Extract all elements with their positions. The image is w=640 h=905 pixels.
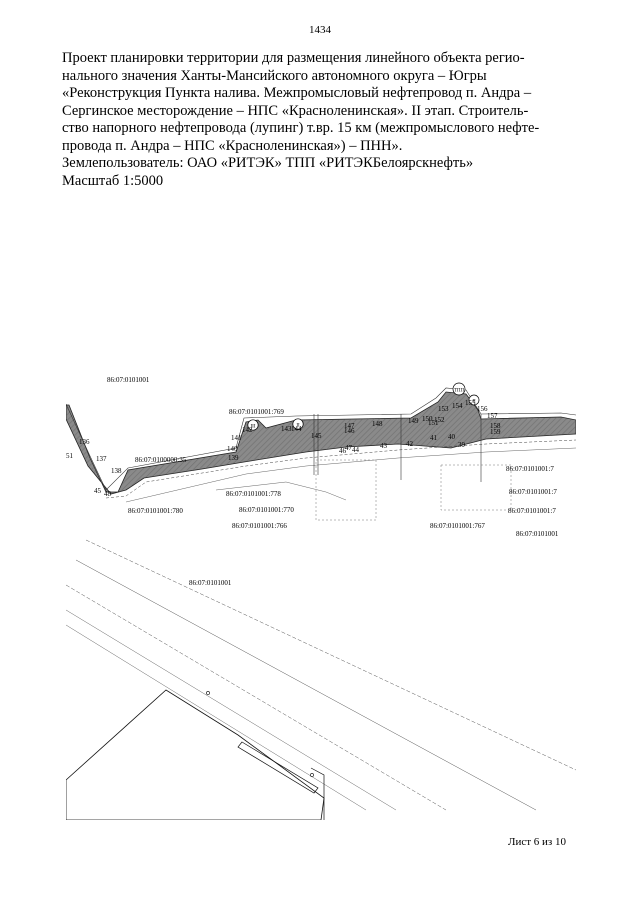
cadastral-label: 86:07:0101001 [107,376,150,384]
cadastral-label: 86:07:0101001:770 [239,506,294,514]
point-label: 146 [344,427,355,435]
point-label: 148 [372,420,383,428]
point-label: 47 [345,444,353,452]
lower-plot [315,459,377,521]
document-title: Проект планировки территории для размеще… [62,50,582,190]
road-line [66,624,367,811]
cadastral-label: 86:07:0101001:7 [508,507,556,515]
point-label: 147 [344,422,355,430]
point-label: 154 [452,402,463,410]
road-line [75,559,537,811]
point-label: 138 [111,467,122,475]
road-line [85,539,576,771]
title-line: нального значения Ханты-Мансийского авто… [62,67,487,84]
cadastral-label: 86:07:0101001:778 [226,490,281,498]
corridor-line-lower-2 [125,447,576,503]
point-label: 51 [66,452,74,460]
map-scale: Масштаб 1:5000 [62,172,164,189]
cadastral-label: 86:07:0101001:767 [430,522,485,530]
point-label: 158 [490,422,501,430]
point-label: 140 [227,445,238,453]
point-label: 142 [242,426,253,434]
cadastral-label: 86:07:0101001 [516,530,559,538]
title-line: ство напорного нефтепровода (лупинг) т.в… [62,120,540,136]
corridor-hatch [66,392,576,494]
point-label: 143 [281,425,292,433]
point-label: 150 [422,415,433,423]
cadastral-label: 86:07:0101001:766 [232,522,287,530]
point-label: 155 [465,399,476,407]
svg-text:ТПП: ТПП [454,388,464,393]
cadastral-label: 86:07:0101001:780 [128,507,183,515]
point-label: 151 [428,419,439,427]
page-number: 1434 [309,24,331,36]
point-label: 153 [438,405,449,413]
cadastral-label: 86:07:0101001 [189,579,232,587]
road-line [66,584,447,811]
point-label: 45 [94,487,102,495]
corridor-line-lower [105,439,576,499]
cadastral-label: 86:07:0101001:7 [509,488,557,496]
point-label: 46 [339,447,347,455]
svg-text:III: III [251,425,256,430]
lower-plot-edge [215,481,347,501]
point-label: 157 [487,412,498,420]
cadastral-label: 86:07:0100000:35 [135,456,187,464]
sheet-counter: Лист 6 из 10 [508,836,567,848]
point-label: 136 [79,438,90,446]
title-line: Сергинское месторождение – НПС «Красноле… [62,102,529,119]
title-line: провода п. Андра – НПС «Красноленинская»… [62,137,403,154]
point-label: 159 [490,428,501,436]
point-label: 48 [104,490,112,498]
point-label: 152 [434,416,445,424]
marker-tpp: ТПП [452,382,466,396]
building-extension [310,767,325,820]
corridor-boundary-top [66,387,576,491]
point-label: 139 [228,454,239,462]
road-line [66,609,397,811]
svg-text:II: II [472,399,476,404]
lower-plot [440,464,512,511]
land-user: Землепользователь: ОАО «РИТЭК» ТПП «РИТЭ… [62,155,474,171]
survey-point [310,773,314,777]
title-line: «Реконструкция Пункта налива. Межпромысл… [62,85,532,101]
point-label: 43 [380,442,388,450]
point-label: 39 [458,441,466,449]
marker-iii-left: III [247,419,259,431]
point-label: 137 [96,455,107,463]
cadastral-label: 86:07:0101001:769 [229,408,284,416]
svg-text:II: II [296,424,300,429]
point-label: 149 [408,417,419,425]
point-label: 42 [406,440,414,448]
building-outline [66,689,325,820]
point-label: 144 [291,425,302,433]
marker-ii-right: II [468,394,480,406]
marker-ii-left: II [292,418,304,430]
point-label: 156 [477,405,488,413]
survey-point [206,691,210,695]
point-label: 40 [448,433,456,441]
cadastral-label: 86:07:0101001:7 [506,465,554,473]
point-label: 41 [430,434,438,442]
point-label: 44 [352,446,360,454]
point-label: 141 [231,434,242,442]
point-label: 145 [311,432,322,440]
title-line: Проект планировки территории для размеще… [62,50,525,66]
building-inner [237,741,319,794]
planning-map: III II ТПП II 86:07:0101001 86:07:010100… [66,376,576,820]
